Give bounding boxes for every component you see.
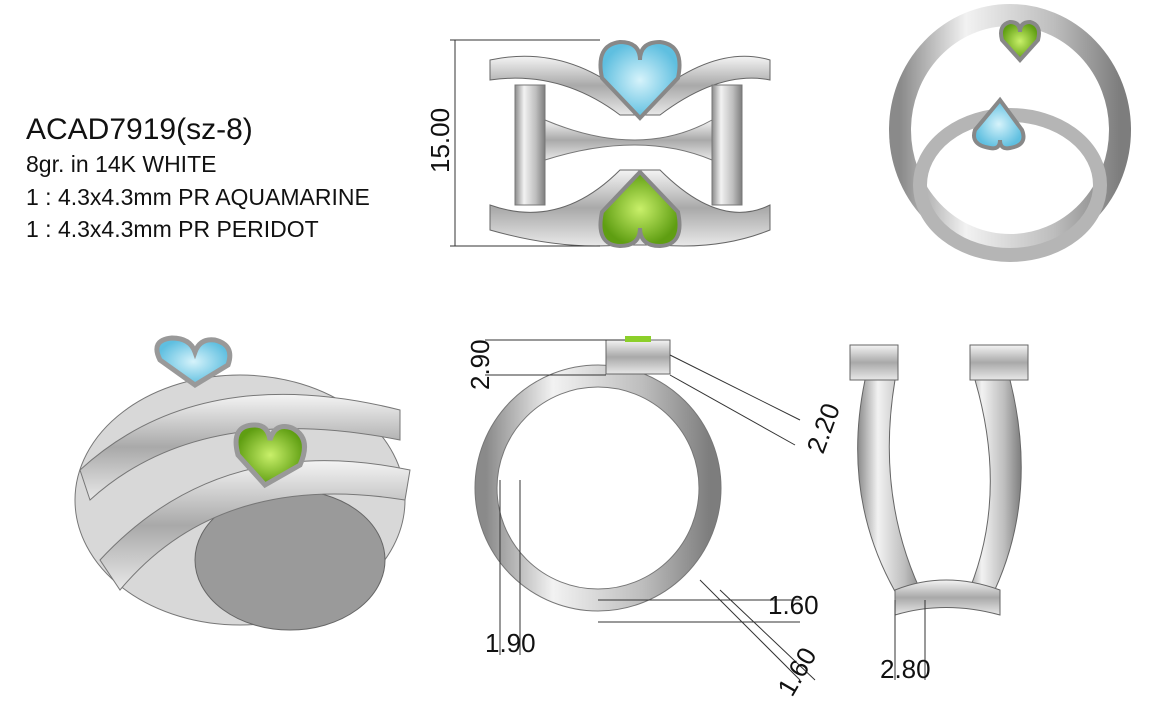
dim-setting-width: 2.20	[800, 399, 846, 457]
dim-shank-bottom-a: 1.60	[768, 590, 819, 620]
dim-height: 15.00	[425, 108, 455, 173]
metal-spec: 8gr. in 14K WHITE	[26, 151, 217, 177]
peridot-heart-3d	[233, 422, 307, 489]
dim-side-width: 2.80	[880, 654, 931, 684]
side-view	[849, 344, 1029, 680]
perspective-view-bottom-left	[74, 335, 411, 631]
dim-shank-side: 1.90	[485, 628, 536, 658]
aquamarine-heart-3d	[154, 335, 233, 388]
dim-top-setting: 2.90	[465, 339, 495, 390]
perspective-view-top-right	[889, 4, 1131, 262]
top-view	[450, 39, 771, 249]
stone-spec-aquamarine: 1 : 4.3x4.3mm PR AQUAMARINE	[26, 184, 370, 210]
dim-shank-bottom-b: 1.60	[771, 642, 822, 701]
aquamarine-heart	[598, 39, 682, 121]
front-view	[474, 336, 816, 681]
stone-spec-peridot: 1 : 4.3x4.3mm PR PERIDOT	[26, 216, 319, 242]
peridot-heart	[598, 169, 682, 249]
model-number: ACAD7919(sz-8)	[26, 113, 253, 146]
